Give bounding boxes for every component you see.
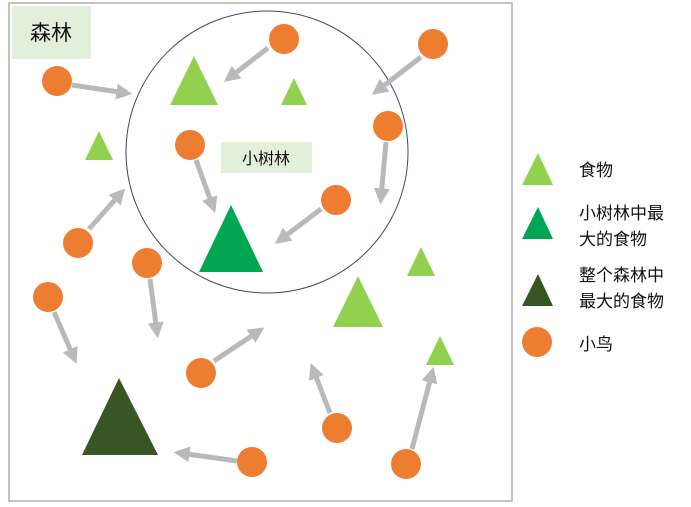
- legend-forest-largest-label-line1: 整个森林中: [579, 266, 664, 286]
- forest-title: 森林: [30, 21, 72, 45]
- arrow: [409, 366, 438, 450]
- arrow: [193, 159, 218, 214]
- arrow: [308, 363, 333, 414]
- bird: [33, 282, 63, 312]
- legend-food-icon: [522, 153, 553, 185]
- arrow: [147, 278, 164, 339]
- legend-grove-largest-icon: [522, 207, 553, 239]
- bird: [321, 185, 351, 215]
- grove-largest-food-triangle: [199, 205, 263, 272]
- arrow: [87, 188, 126, 231]
- arrow: [71, 82, 133, 100]
- legend-bird-icon: [522, 327, 552, 357]
- bird: [63, 228, 93, 258]
- food-items: [85, 56, 454, 365]
- legend-forest-largest-icon: [522, 274, 553, 306]
- forest-title-bg: [12, 6, 91, 59]
- grove-label: 小树林: [242, 149, 290, 168]
- arrow: [173, 446, 238, 464]
- bird: [418, 29, 448, 59]
- legend-bird-label: 小鸟: [579, 335, 613, 355]
- forest-largest-food-triangle: [82, 378, 158, 455]
- bird: [269, 24, 299, 54]
- arrow: [212, 327, 265, 364]
- legend-grove-largest-label-line1: 小树林中最: [579, 204, 664, 224]
- food-triangle: [426, 336, 454, 365]
- bird: [42, 66, 72, 96]
- food-triangle: [281, 78, 307, 105]
- legend: 食物 小树林中最 大的食物 整个森林中 最大的食物 小鸟: [522, 153, 664, 357]
- arrow: [51, 311, 78, 364]
- food-triangle: [170, 56, 218, 105]
- arrow: [274, 207, 323, 244]
- bird: [237, 447, 267, 477]
- bird: [322, 413, 352, 443]
- bird: [373, 111, 403, 141]
- food-triangle: [407, 247, 435, 276]
- legend-food-label: 食物: [579, 161, 613, 181]
- food-triangle: [85, 131, 113, 160]
- legend-forest-largest-label-line2: 最大的食物: [579, 292, 664, 312]
- arrow: [373, 141, 390, 205]
- grove-circle: [125, 10, 409, 294]
- food-triangle: [333, 276, 383, 327]
- bird: [186, 358, 216, 388]
- bird: [391, 449, 421, 479]
- arrow: [223, 46, 270, 82]
- bird: [132, 248, 162, 278]
- birds: [33, 24, 448, 479]
- arrow: [371, 55, 423, 95]
- bird-arrows: [51, 46, 438, 464]
- bird: [175, 130, 205, 160]
- legend-grove-largest-label-line2: 大的食物: [579, 230, 647, 250]
- grove-label-bg: [221, 142, 312, 173]
